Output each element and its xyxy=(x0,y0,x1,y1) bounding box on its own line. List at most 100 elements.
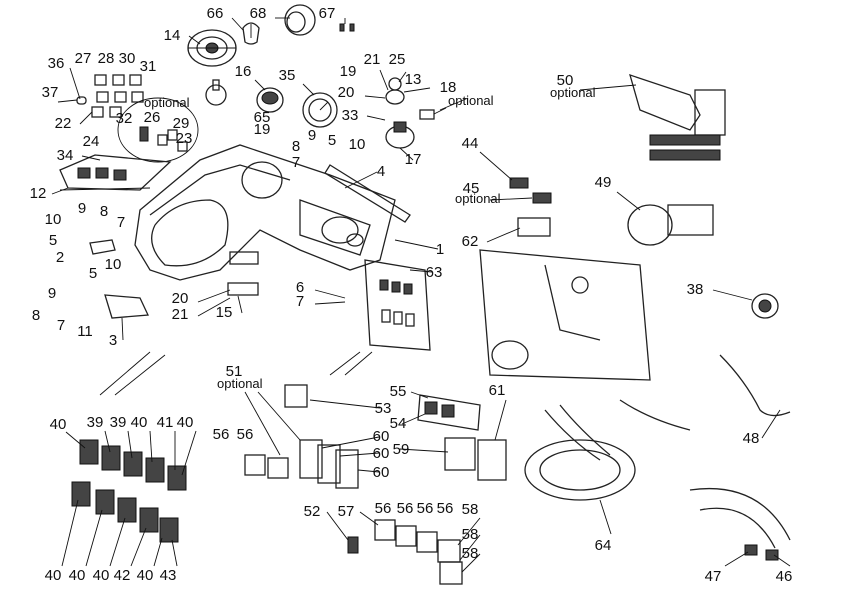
part-53-relay xyxy=(284,384,308,408)
callout-label: 27 xyxy=(75,50,92,67)
part-34-panel xyxy=(59,154,172,191)
callout-label: 49 xyxy=(595,174,612,191)
callout-label: 10 xyxy=(349,136,366,153)
part-12-panel-mount xyxy=(59,187,151,191)
callout-label: 35 xyxy=(279,67,296,84)
callout-label: 21 xyxy=(172,306,189,323)
callout-label: 8 xyxy=(292,138,300,155)
callout-label: 38 xyxy=(687,281,704,298)
optional-note: optional xyxy=(550,85,596,100)
callout-label: 15 xyxy=(216,304,233,321)
callout-label: 67 xyxy=(319,5,336,22)
callout-label: 9 xyxy=(48,285,56,302)
part-67-screws xyxy=(339,23,355,32)
part-64-wiring-harness xyxy=(524,399,691,501)
part-49-motor xyxy=(627,204,714,246)
callout-label: 40 xyxy=(131,414,148,431)
callout-label: 25 xyxy=(389,51,406,68)
callout-label: 55 xyxy=(390,383,407,400)
part-46-47-cable xyxy=(689,487,791,561)
callout-label: 56 xyxy=(213,426,230,443)
callout-label: 51 xyxy=(226,363,243,380)
part-62-bracket xyxy=(517,217,551,237)
callout-label: 19 xyxy=(340,63,357,80)
callout-label: 5 xyxy=(49,232,57,249)
part-59-61-relays xyxy=(444,437,507,481)
callout-label: 60 xyxy=(373,428,390,445)
callout-label: 3 xyxy=(109,332,117,349)
callout-label: 24 xyxy=(83,133,100,150)
callout-label: 62 xyxy=(462,233,479,250)
callout-label: 30 xyxy=(119,50,136,67)
callout-label: 61 xyxy=(489,382,506,399)
callout-label: 56 xyxy=(375,500,392,517)
optional-note: optional xyxy=(144,95,190,110)
callout-label: 43 xyxy=(160,567,177,584)
callout-label: 60 xyxy=(373,464,390,481)
callout-label: 20 xyxy=(338,84,355,101)
callout-label: 20 xyxy=(172,290,189,307)
callout-label: 65 xyxy=(254,109,271,126)
callout-label: 8 xyxy=(32,307,40,324)
callout-label: 5 xyxy=(89,265,97,282)
callout-label: 68 xyxy=(250,5,267,22)
callout-label: 50 xyxy=(557,72,574,89)
callout-label: 34 xyxy=(57,147,74,164)
callout-label: 11 xyxy=(77,323,93,340)
part-56-relays xyxy=(244,454,289,479)
callout-label: 56 xyxy=(237,426,254,443)
callout-label: 41 xyxy=(157,414,174,431)
callout-label: 9 xyxy=(78,200,86,217)
callout-label: 42 xyxy=(114,567,131,584)
callout-label: 2 xyxy=(56,249,64,266)
callout-label: 63 xyxy=(426,264,443,281)
callout-label: 29 xyxy=(173,115,190,132)
callout-label: 58 xyxy=(462,526,479,543)
callout-label: 9 xyxy=(308,127,316,144)
part-57-58-relays xyxy=(374,519,463,585)
callout-label: 1 xyxy=(436,241,444,258)
part-50-joystick xyxy=(629,73,726,161)
callout-label: 52 xyxy=(304,503,321,520)
part-63-fuse-block xyxy=(364,259,431,351)
callout-label: 48 xyxy=(743,430,760,447)
part-1-dashboard xyxy=(134,144,396,281)
callout-label: 7 xyxy=(292,154,300,171)
callout-label: 12 xyxy=(30,185,47,202)
callout-label: 40 xyxy=(137,567,154,584)
callout-label: 8 xyxy=(100,203,108,220)
callout-label: 28 xyxy=(98,50,115,67)
callout-label: 10 xyxy=(105,256,122,273)
part-40-relay-row-top xyxy=(79,439,187,491)
callout-label: 19 xyxy=(254,121,271,138)
callout-label: 16 xyxy=(235,63,252,80)
callout-label: 39 xyxy=(87,414,104,431)
switch-cluster xyxy=(76,74,144,118)
part-38-connector xyxy=(751,293,779,319)
callout-label: 64 xyxy=(595,537,612,554)
part-14-gauge-face xyxy=(187,29,237,67)
callout-label: 46 xyxy=(776,568,793,585)
callout-label: 37 xyxy=(42,84,59,101)
callout-label: 56 xyxy=(417,500,434,517)
callout-label: 18 xyxy=(440,79,457,96)
callout-label: 7 xyxy=(296,293,304,310)
callout-label: 58 xyxy=(462,545,479,562)
callout-label: 40 xyxy=(177,414,194,431)
part-45-relay xyxy=(532,192,552,204)
callout-label: 33 xyxy=(342,107,359,124)
part-44-relay xyxy=(509,177,529,189)
callout-label: 40 xyxy=(45,567,62,584)
part-15-switches xyxy=(227,251,259,296)
part-16-gauge xyxy=(256,87,284,113)
optional-note: optional xyxy=(217,376,263,391)
callout-label: 45 xyxy=(463,180,480,197)
callout-label: 56 xyxy=(397,500,414,517)
part-52-fuse xyxy=(347,536,359,554)
callout-label: 14 xyxy=(164,27,181,44)
callout-label: 23 xyxy=(176,130,193,147)
engine-bay-photo xyxy=(479,249,651,381)
callout-label: 40 xyxy=(50,416,67,433)
